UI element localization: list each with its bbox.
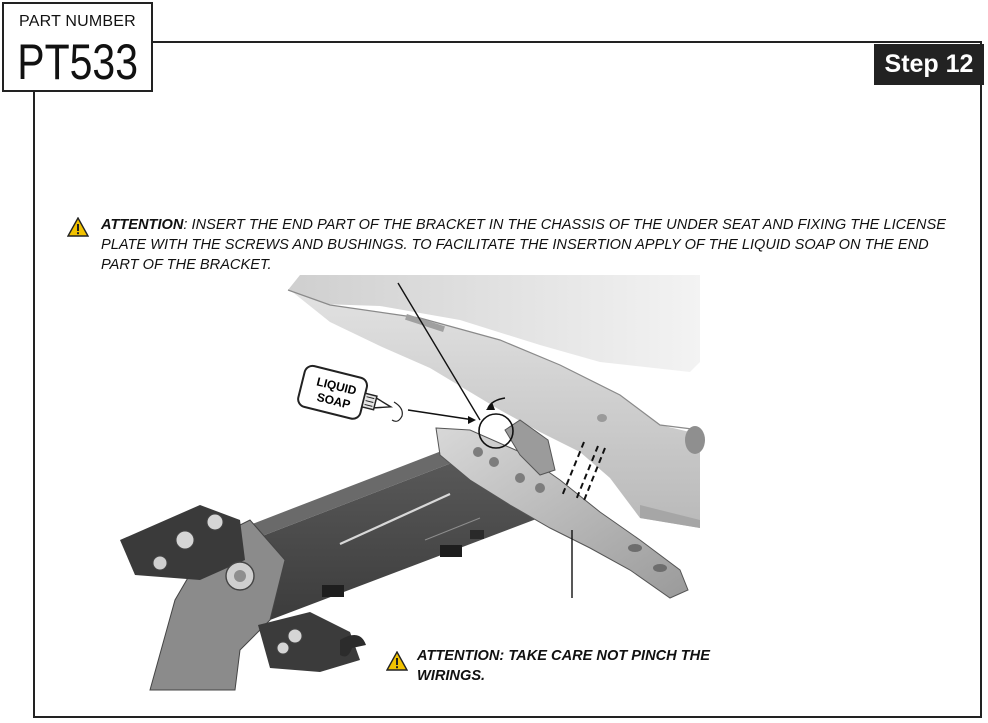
pointer-line [397,282,481,421]
soap-drip [391,401,403,422]
seat-chassis [287,275,705,528]
part-number-value: PT533 [17,34,139,90]
attention-body: : INSERT THE END PART OF THE BRACKET IN … [101,217,946,273]
lower-mount [120,505,366,691]
part-number-label: PART NUMBER [19,13,136,30]
step-badge: Step 12 [874,44,984,85]
attention-note-top-text: ATTENTION: INSERT THE END PART OF THE BR… [101,215,961,275]
bracket-end-plate [435,419,689,599]
bracket-arm [190,440,560,620]
part-number-box: PART NUMBER PT533 [2,2,153,92]
arrow-to-insertion [407,409,475,421]
liquid-soap-bottle-icon: LIQUID SOAP [297,364,394,420]
attention-label: ATTENTION [101,217,184,233]
warning-icon [386,651,408,671]
attention-note-bottom-text: ATTENTION: TAKE CARE NOT PINCH THE WIRIN… [417,648,710,684]
insertion-highlight-circle [478,413,514,449]
warning-icon [67,217,89,237]
